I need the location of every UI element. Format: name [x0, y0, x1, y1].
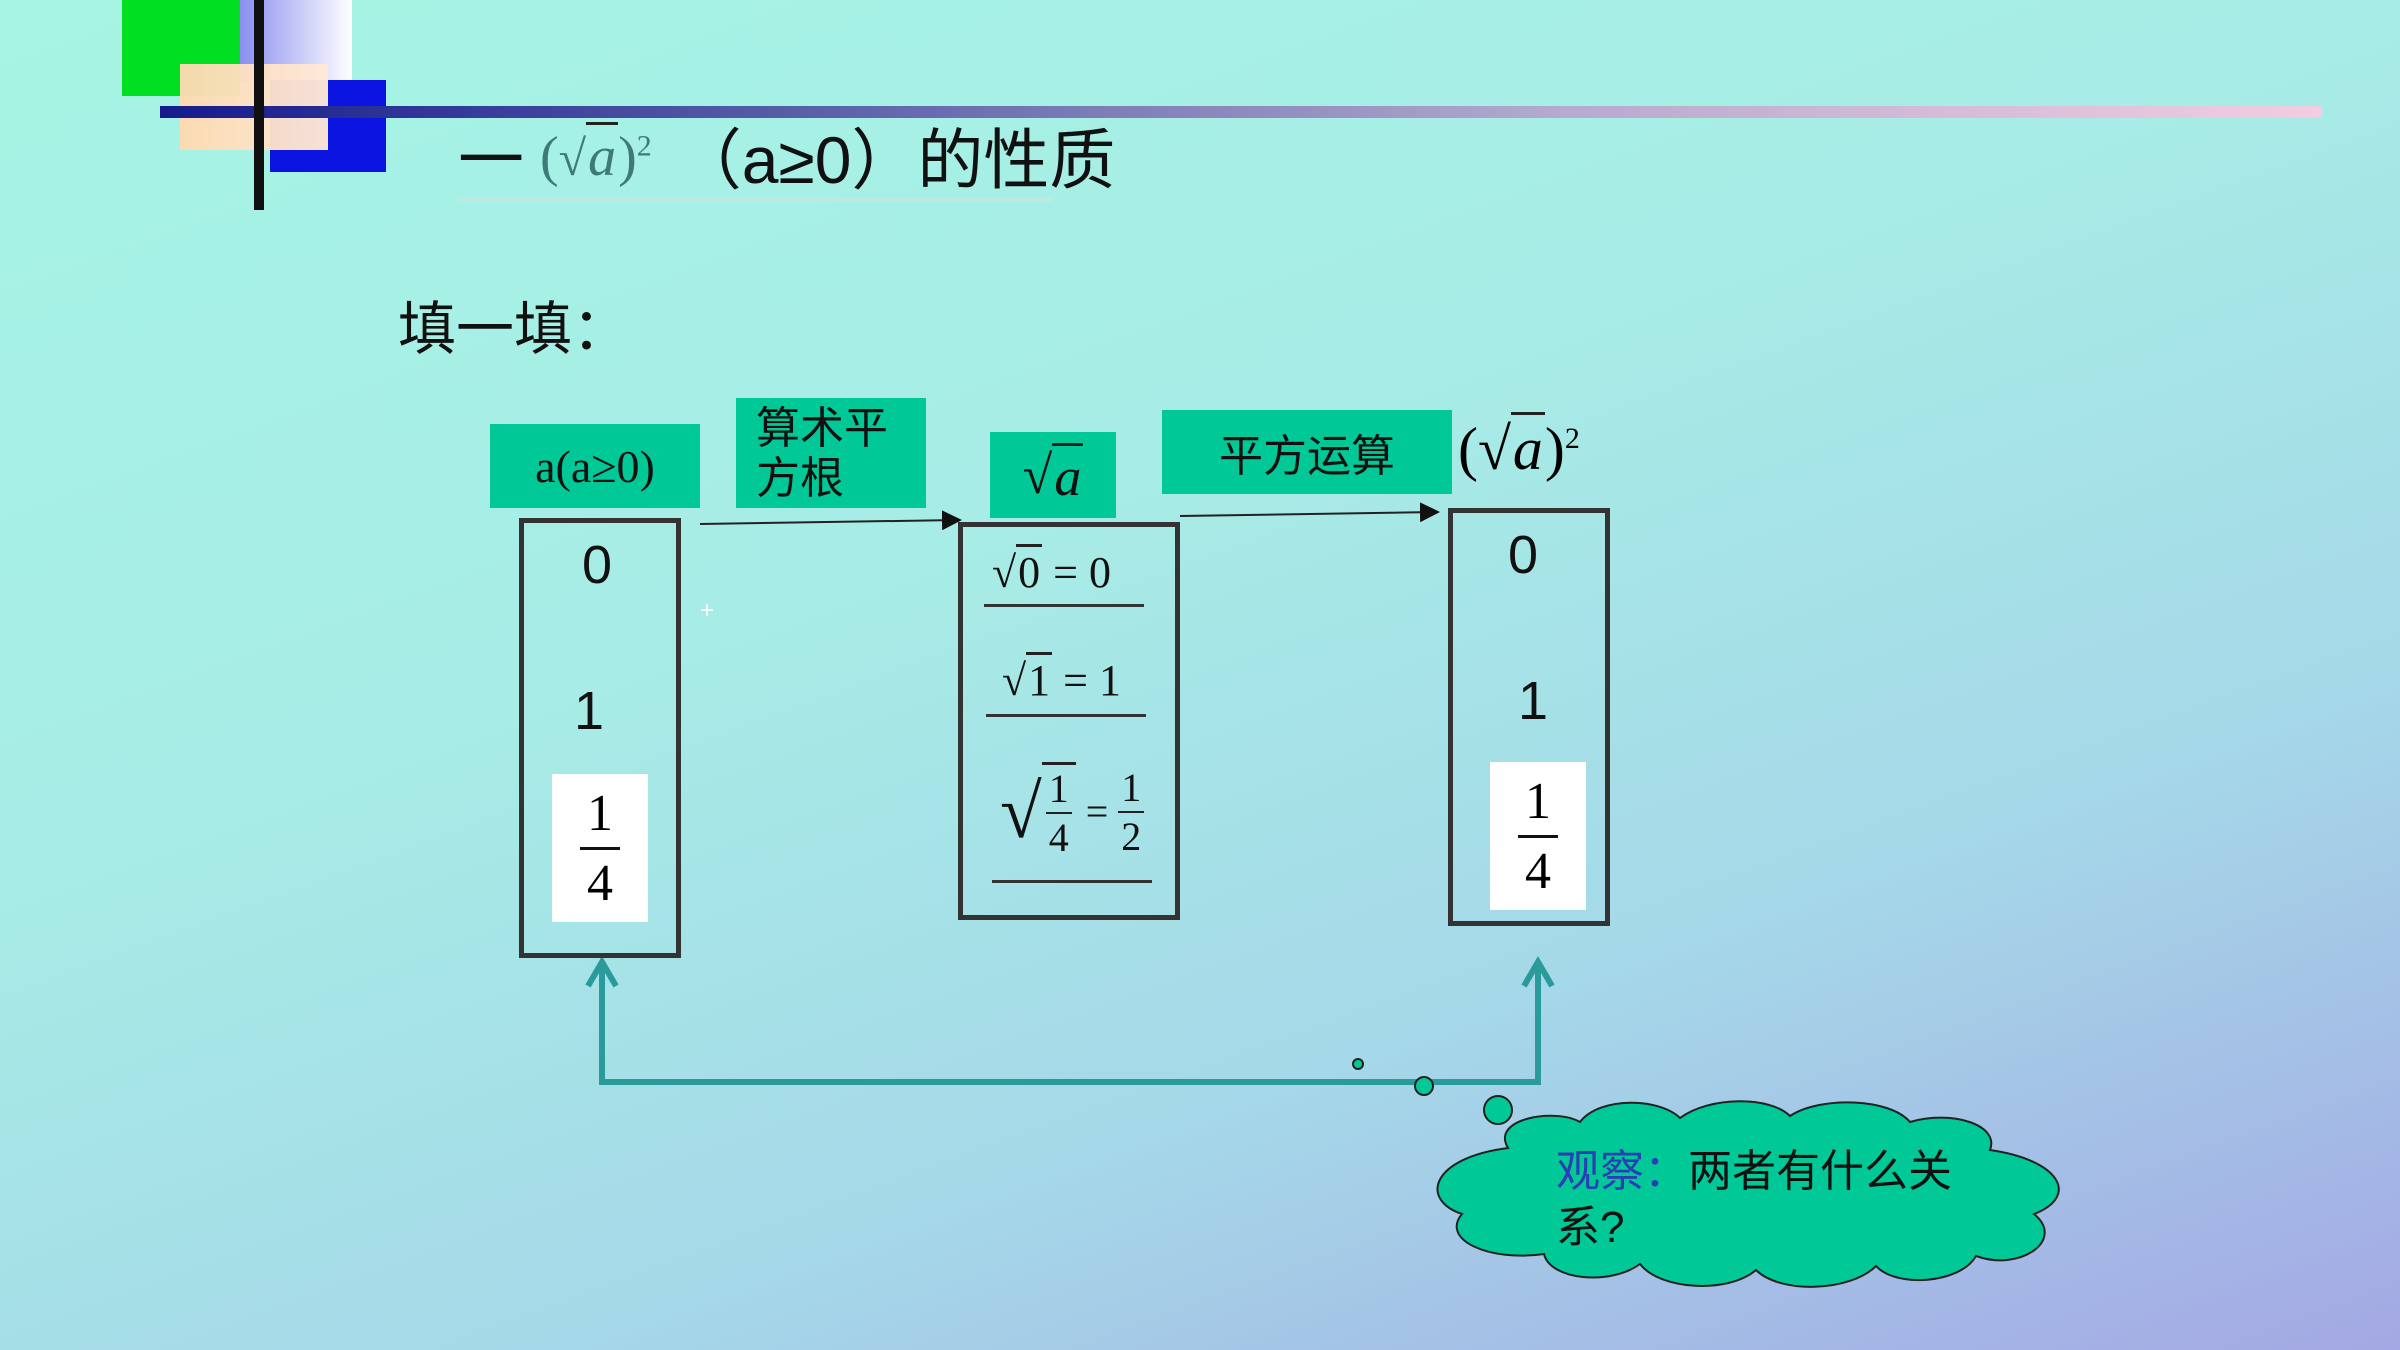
sqrt-eq-0: √0 = 0: [992, 544, 1111, 598]
arrow-sqrt-to-square: [1179, 502, 1440, 523]
page-title: 一 (√a)2 （a≥0）的性质: [458, 110, 1115, 200]
comparison-connector: [599, 968, 1541, 1085]
column-square-value-1: 1: [1518, 671, 1549, 731]
plus-marker: +: [700, 597, 714, 624]
domain-label: a(a≥0): [490, 424, 700, 508]
fill-in-label: 填一填：: [398, 297, 631, 362]
title-prefix: 一: [458, 123, 524, 197]
fraction-denominator: 4: [587, 854, 613, 912]
title-expression: (√a)2: [540, 121, 652, 189]
arrow-a-to-sqrt: [699, 510, 962, 531]
observation-prefix: 观察：: [1556, 1147, 1688, 1196]
sqrt-eq-2-underline: [992, 880, 1152, 883]
column-sqrt-box: [958, 522, 1180, 920]
observation-question: 两者有什么关系?: [1556, 1147, 1952, 1252]
sqrt-a-label: √a: [990, 432, 1116, 518]
sqrt-eq-1-underline: [986, 714, 1146, 717]
observation-cloud: [1436, 1100, 2060, 1288]
square-sqrt-a-label: (√a)2: [1458, 412, 1580, 484]
column-a-value-0: 0: [582, 535, 613, 595]
operation-sqrt-label: 算术平方根: [736, 398, 926, 508]
fraction-numerator: 1: [587, 784, 613, 842]
sqrt-eq-0-underline: [984, 604, 1144, 607]
sqrt-eq-1: √1 = 1: [1002, 652, 1121, 706]
fraction-denominator: 4: [1525, 842, 1551, 900]
observation-text: 观察：两者有什么关系?: [1556, 1144, 1956, 1256]
connector-arrowhead-right: [1521, 956, 1555, 988]
bubble-medium: [1414, 1076, 1434, 1096]
column-a-value-1: 1: [574, 681, 605, 741]
decor-horizontal-line: [160, 106, 2322, 118]
fraction-bar: [1518, 834, 1558, 838]
title-condition: （a≥0）的性质: [675, 123, 1116, 197]
bubble-small: [1352, 1058, 1364, 1070]
fraction-numerator: 1: [1525, 772, 1551, 830]
column-square-box: [1448, 508, 1610, 926]
operation-square-label: 平方运算: [1162, 410, 1452, 494]
title-underline: [458, 198, 1052, 202]
bubble-large: [1483, 1095, 1513, 1125]
connector-arrowhead-left: [585, 956, 619, 988]
column-a-box: [519, 518, 681, 958]
fraction-bar: [580, 846, 620, 850]
column-square-value-0: 0: [1508, 525, 1539, 585]
decor-vertical-line: [254, 0, 264, 210]
